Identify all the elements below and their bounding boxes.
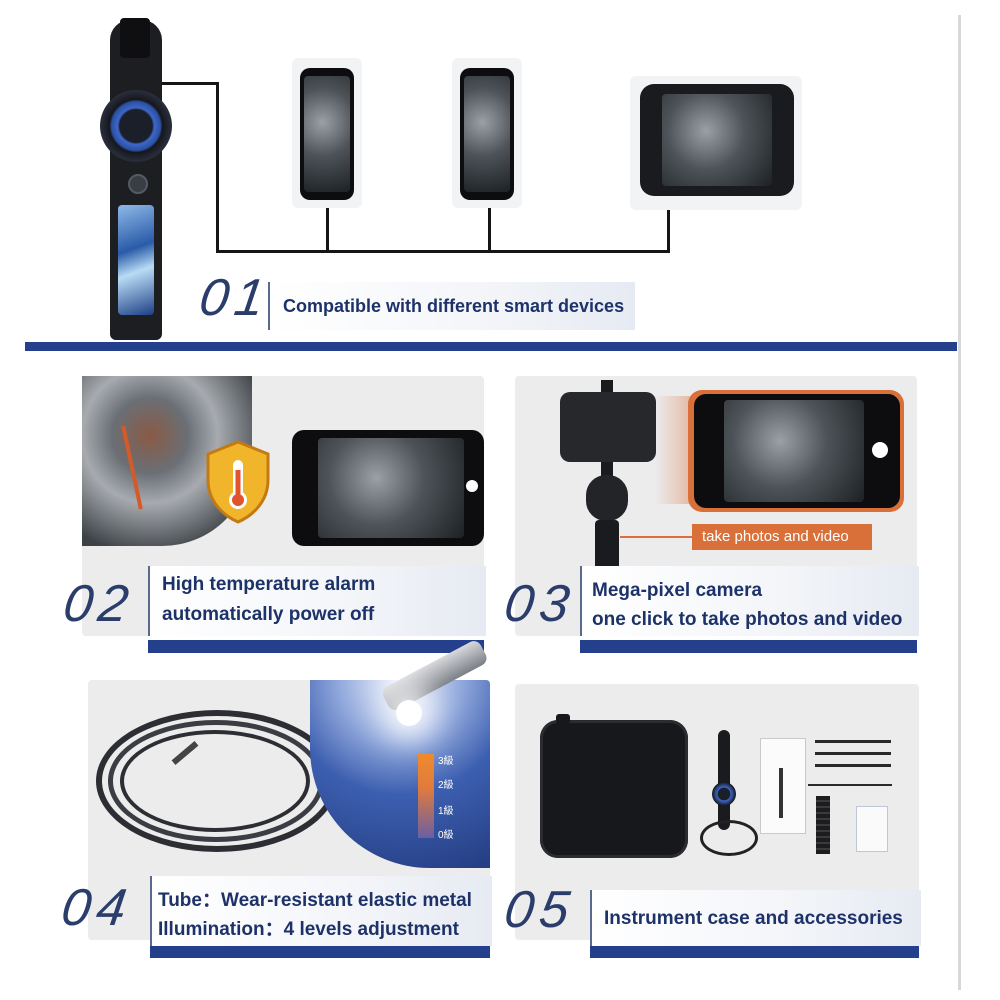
zoomed-phone bbox=[694, 394, 900, 508]
case-handle bbox=[556, 714, 570, 724]
cable-to-tablet bbox=[667, 190, 670, 252]
section-03-label-box bbox=[580, 566, 919, 636]
zoomed-shutter-icon bbox=[872, 442, 888, 458]
illumination-scale-bar bbox=[418, 754, 434, 838]
section-05-underline bbox=[590, 946, 919, 958]
mini-dial bbox=[712, 782, 736, 806]
warranty-card bbox=[856, 806, 888, 852]
section-05-label-box bbox=[590, 890, 921, 946]
cable-horizontal-top bbox=[162, 82, 218, 85]
section-02-underline bbox=[148, 640, 484, 653]
tablet-device bbox=[640, 84, 794, 196]
instrument-case bbox=[540, 720, 688, 858]
level-3-label: 3級 bbox=[438, 756, 454, 767]
callout-text: take photos and video bbox=[702, 528, 849, 545]
temperature-shield-icon bbox=[206, 440, 270, 524]
cable-to-phone-1 bbox=[326, 200, 329, 252]
level-0-label: 0級 bbox=[438, 830, 454, 841]
level-1-label: 1級 bbox=[438, 806, 454, 817]
cable-to-phone-2 bbox=[488, 200, 491, 252]
level-2-label: 2級 bbox=[438, 780, 454, 791]
cable-coil bbox=[816, 796, 830, 854]
callout-line bbox=[620, 536, 698, 538]
section-02-line-1: High temperature alarm bbox=[162, 574, 376, 595]
usb-cable-1 bbox=[815, 740, 891, 743]
manual-stand-graphic bbox=[779, 768, 783, 818]
section-02-number: 02 bbox=[59, 575, 138, 633]
cable-horizontal-bottom bbox=[216, 250, 670, 253]
section-03-underline bbox=[580, 640, 917, 653]
coiled-tube-inner bbox=[120, 730, 310, 832]
page-right-border bbox=[958, 15, 961, 990]
shutter-button-icon bbox=[466, 480, 478, 492]
lanyard bbox=[808, 784, 892, 786]
section-02-line-2: automatically power off bbox=[162, 604, 375, 625]
section-01-divider bbox=[25, 342, 957, 351]
mini-cable-loop bbox=[700, 820, 758, 856]
cable-vertical bbox=[216, 82, 219, 252]
section-01-number: 01 bbox=[195, 269, 274, 327]
user-manual bbox=[760, 738, 806, 834]
section-04-number: 04 bbox=[57, 879, 136, 937]
section-04-line-2: Illumination：4 levels adjustment bbox=[158, 919, 459, 940]
handle-grip bbox=[118, 205, 154, 315]
section-04-underline bbox=[150, 946, 490, 958]
section-03-line-1: Mega-pixel camera bbox=[592, 580, 763, 601]
section-03-number: 03 bbox=[500, 575, 579, 633]
callout-box bbox=[692, 524, 872, 550]
section-01-text: Compatible with different smart devices bbox=[283, 296, 625, 316]
smartphone-1 bbox=[300, 68, 354, 200]
usb-cable-3 bbox=[815, 764, 891, 767]
section-02-label-box bbox=[148, 566, 486, 636]
smartphone-2 bbox=[460, 68, 514, 200]
control-dial bbox=[100, 90, 172, 162]
section-05-text: Instrument case and accessories bbox=[604, 908, 903, 929]
mini-endoscope bbox=[718, 730, 730, 830]
mounted-phone bbox=[560, 392, 656, 462]
section-04-label-box bbox=[150, 876, 492, 946]
camera-button bbox=[128, 174, 148, 194]
mount-joint bbox=[586, 475, 628, 521]
usb-cable-2 bbox=[815, 752, 891, 755]
section-05-number: 05 bbox=[500, 881, 579, 939]
section-03-line-2: one click to take photos and video bbox=[592, 609, 903, 630]
handle-top-cap bbox=[120, 18, 150, 58]
light-beam bbox=[396, 700, 422, 726]
section-04-line-1: Tube：Wear-resistant elastic metal bbox=[158, 890, 472, 911]
section-01-label-box bbox=[268, 282, 635, 330]
smartphone-landscape-2 bbox=[292, 430, 484, 546]
